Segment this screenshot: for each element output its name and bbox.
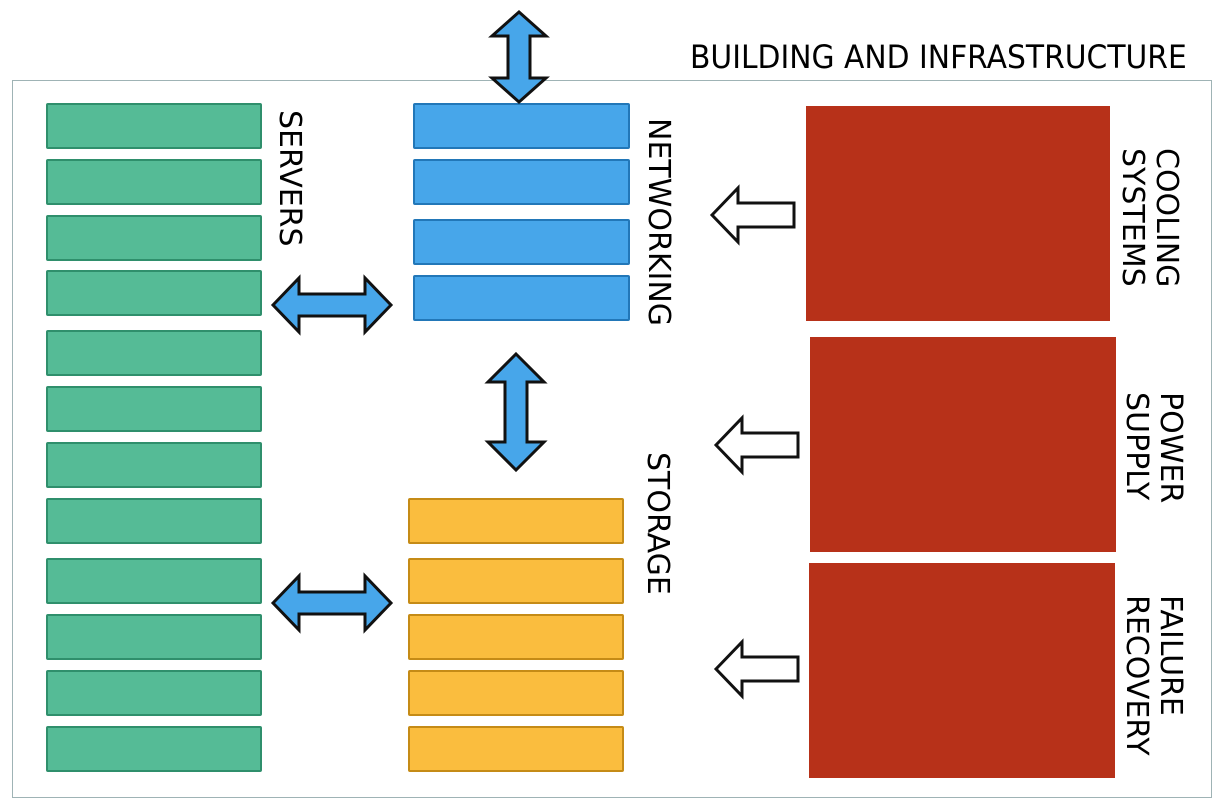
servers-label: SERVERS — [272, 110, 307, 247]
storage-label: STORAGE — [640, 452, 675, 595]
network-unit — [413, 275, 630, 321]
storage-unit — [408, 726, 624, 772]
server-unit — [46, 330, 262, 376]
storage-unit — [408, 614, 624, 660]
network-unit — [413, 159, 630, 205]
networking-label: NETWORKING — [641, 118, 676, 327]
server-unit — [46, 614, 262, 660]
server-unit — [46, 498, 262, 544]
server-unit — [46, 442, 262, 488]
server-unit — [46, 726, 262, 772]
server-unit — [46, 103, 262, 149]
network-unit — [413, 103, 630, 149]
network-unit — [413, 219, 630, 265]
storage-unit — [408, 558, 624, 604]
storage-unit — [408, 498, 624, 544]
failure-recovery-box — [809, 563, 1115, 778]
failure-line-2: RECOVERY — [1119, 595, 1154, 756]
server-unit — [46, 670, 262, 716]
hollow-left-arrow-icon — [713, 414, 800, 476]
double-arrow-icon — [484, 351, 548, 473]
cooling-systems-box — [806, 106, 1110, 321]
power-supply-label: POWER SUPPLY — [1119, 392, 1188, 504]
failure-recovery-label: FAILURE RECOVERY — [1119, 595, 1188, 756]
double-arrow-icon — [270, 572, 394, 634]
hollow-left-arrow-icon — [713, 638, 800, 700]
hollow-left-arrow-icon — [709, 184, 796, 246]
failure-line-1: FAILURE — [1153, 595, 1188, 716]
server-unit — [46, 215, 262, 261]
infrastructure-frame — [12, 80, 1212, 798]
power-line-1: POWER — [1153, 392, 1188, 504]
storage-unit — [408, 670, 624, 716]
cooling-systems-label: COOLING SYSTEMS — [1115, 148, 1184, 288]
title: BUILDING AND INFRASTRUCTURE — [690, 38, 1187, 76]
server-unit — [46, 558, 262, 604]
server-unit — [46, 386, 262, 432]
server-unit — [46, 159, 262, 205]
power-line-2: SUPPLY — [1119, 392, 1154, 501]
double-arrow-icon — [488, 9, 550, 105]
double-arrow-icon — [270, 274, 394, 336]
cooling-line-1: COOLING — [1149, 148, 1184, 288]
power-supply-box — [810, 337, 1116, 552]
server-unit — [46, 270, 262, 316]
cooling-line-2: SYSTEMS — [1115, 148, 1150, 287]
